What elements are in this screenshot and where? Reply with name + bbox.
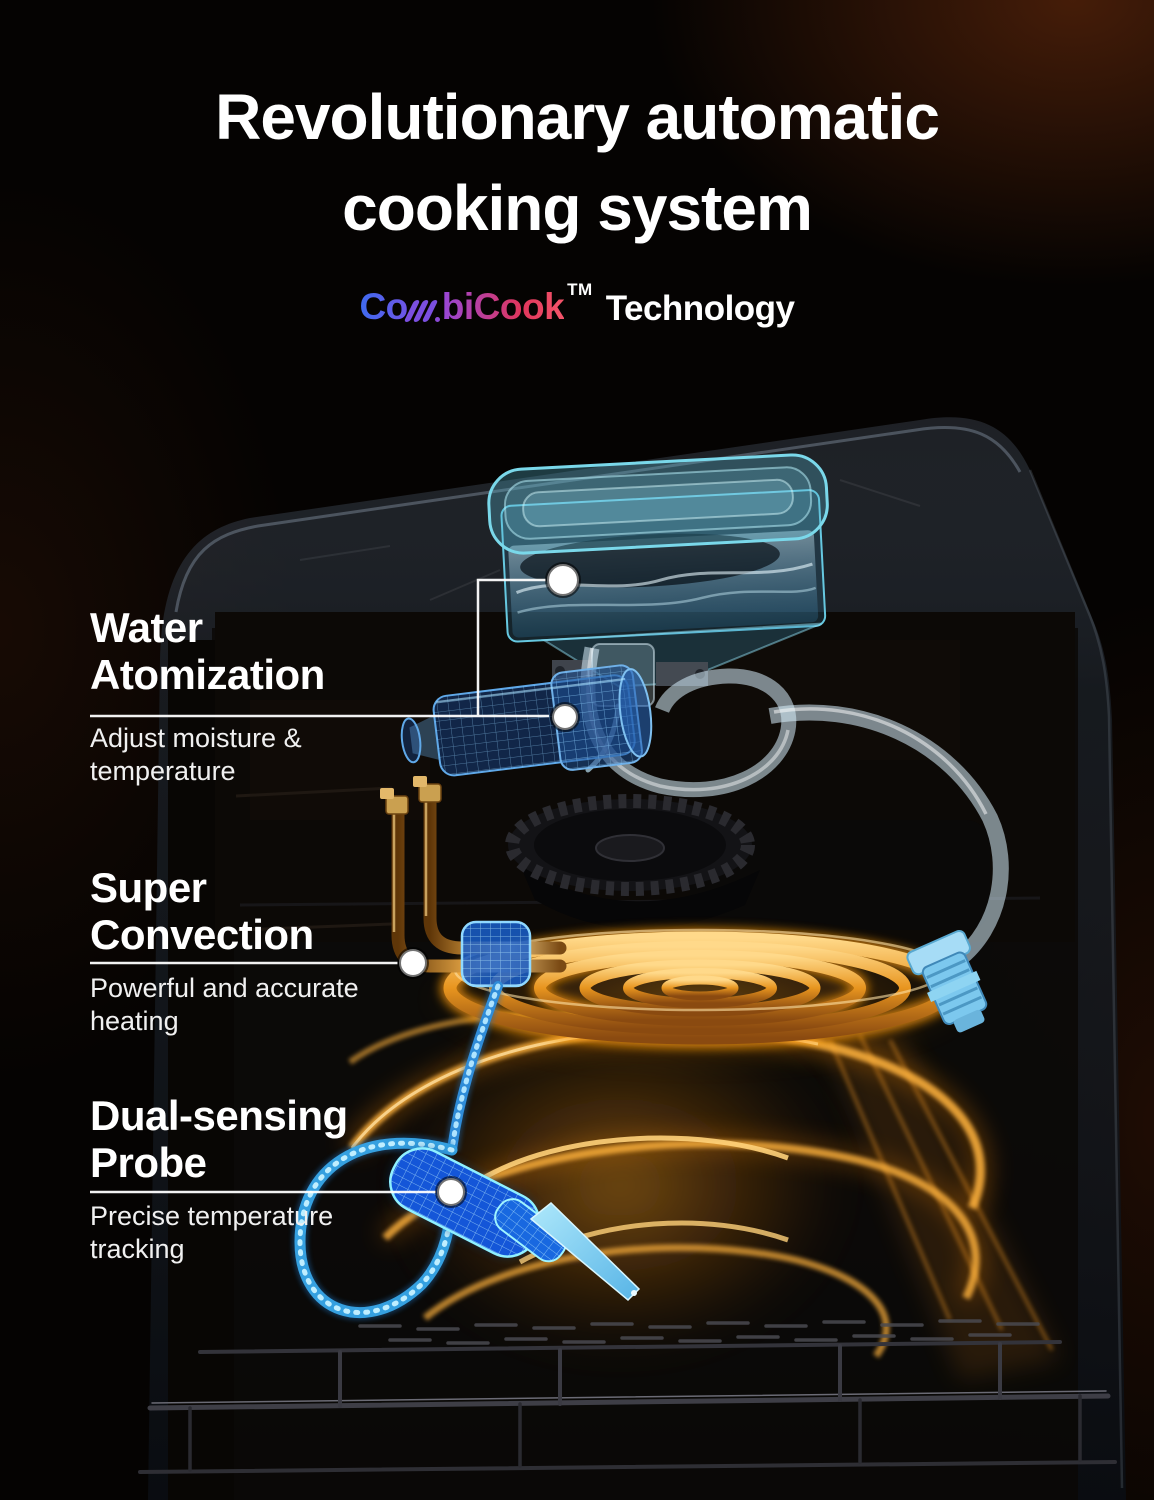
page-title: Revolutionary automatic cooking system: [0, 72, 1154, 254]
probe-cable: [291, 981, 506, 1321]
convection-fan: [505, 794, 990, 930]
brand-part1: Co: [359, 286, 408, 327]
feature-desc-line: tracking: [90, 1234, 185, 1264]
feature-water-atomization-desc: Adjust moisture & temperature: [90, 722, 302, 788]
dot-probe: [435, 1176, 467, 1208]
feature-title-line: Convection: [90, 911, 314, 958]
feature-desc-line: Powerful and accurate: [90, 973, 359, 1003]
page-title-line2: cooking system: [342, 172, 813, 244]
trademark-symbol: TM: [567, 280, 593, 299]
brand-suffix: Technology: [605, 289, 795, 328]
tube-connector: [906, 929, 988, 1033]
dot-atomizer: [550, 702, 580, 732]
stylized-m-glyph: [403, 300, 440, 322]
brand-row: Co biCook TM Technology: [0, 281, 1154, 331]
atomizer: [400, 664, 653, 777]
feature-dual-sensing-probe-title: Dual-sensing Probe: [90, 1092, 348, 1186]
brand-logo: Co biCook: [359, 287, 564, 327]
feature-title-line: Atomization: [90, 651, 325, 698]
feature-super-convection-title: Super Convection: [90, 864, 314, 958]
feature-title-line: Super: [90, 864, 207, 911]
temperature-probe: [389, 1147, 641, 1302]
callout-lines: [90, 578, 549, 1194]
feature-desc-line: Adjust moisture &: [90, 723, 302, 753]
feature-title-line: Dual-sensing: [90, 1092, 348, 1139]
feature-water-atomization-title: Water Atomization: [90, 604, 325, 698]
feature-desc-line: Precise temperature: [90, 1201, 334, 1231]
feature-desc-line: heating: [90, 1006, 179, 1036]
oven-rack: [138, 1319, 1117, 1474]
feature-title-line: Probe: [90, 1139, 207, 1186]
dot-heating-tube: [397, 947, 429, 979]
dot-water-tank: [545, 562, 581, 598]
page-title-line1: Revolutionary automatic: [215, 81, 940, 153]
probe-connector: [460, 920, 532, 988]
brand-part2: biCook: [441, 286, 565, 327]
feature-title-line: Water: [90, 604, 203, 651]
feature-dual-sensing-probe-desc: Precise temperature tracking: [90, 1200, 333, 1266]
callout-dots: [397, 562, 581, 1208]
feature-desc-line: temperature: [90, 756, 236, 786]
feature-super-convection-desc: Powerful and accurate heating: [90, 972, 359, 1038]
